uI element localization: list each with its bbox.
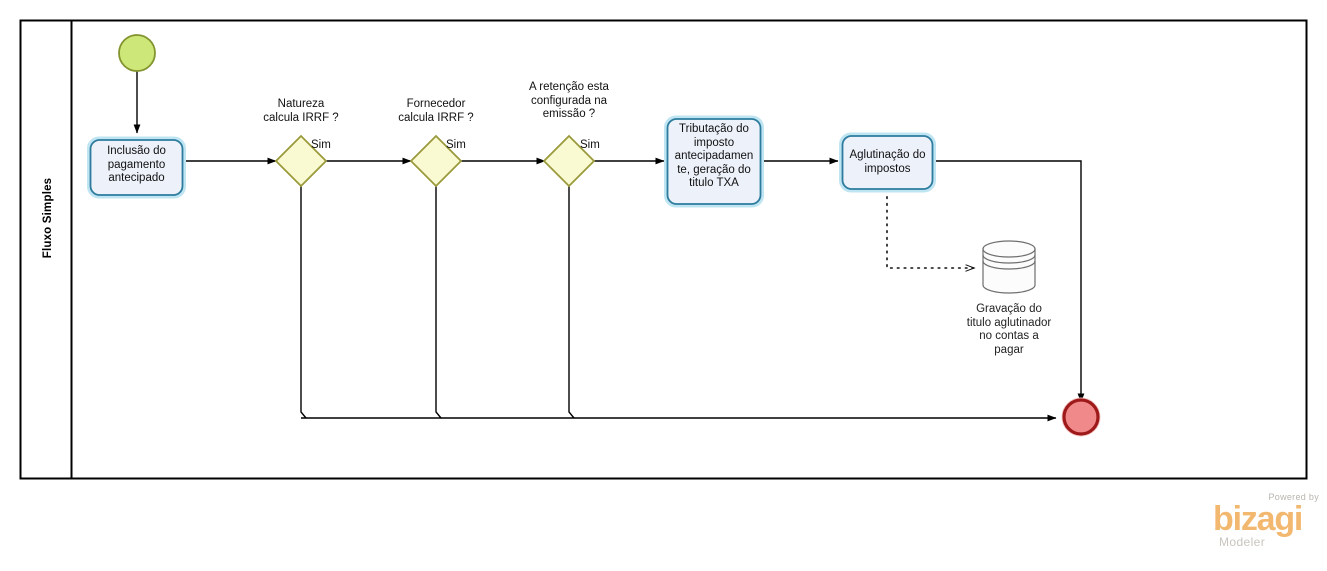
logo-modeler-text: Modeler bbox=[1219, 535, 1266, 549]
pool-frame bbox=[19, 19, 1308, 480]
logo-bizagi-wordmark: bizagi bbox=[1213, 500, 1303, 538]
logo-bizagi-text: bizagi bbox=[1213, 500, 1303, 538]
gateway-retencao[interactable] bbox=[542, 134, 596, 188]
end-event[interactable] bbox=[1061, 397, 1101, 437]
flow-gw1-no bbox=[300, 186, 307, 419]
flow-task3-to-end bbox=[934, 160, 1085, 403]
lane-title: Fluxo Simples bbox=[42, 177, 54, 259]
association-task3-to-datastore bbox=[886, 189, 974, 268]
logo-powered-by-text: Powered by bbox=[1268, 492, 1319, 502]
start-event[interactable] bbox=[118, 34, 156, 72]
gateway-fornecedor[interactable] bbox=[409, 134, 463, 188]
task-tributacao[interactable] bbox=[664, 115, 764, 208]
sequence-flows bbox=[133, 71, 1085, 422]
flow-gw2-no bbox=[435, 186, 442, 419]
task-aglutinacao[interactable] bbox=[839, 132, 936, 193]
gateway-natureza[interactable] bbox=[274, 134, 328, 188]
task-inclusao[interactable] bbox=[87, 136, 186, 199]
bizagi-logo: Powered by bizagi Modeler bbox=[1213, 492, 1319, 552]
datastore-gravacao[interactable] bbox=[982, 240, 1036, 294]
flow-gw3-no bbox=[568, 186, 575, 419]
